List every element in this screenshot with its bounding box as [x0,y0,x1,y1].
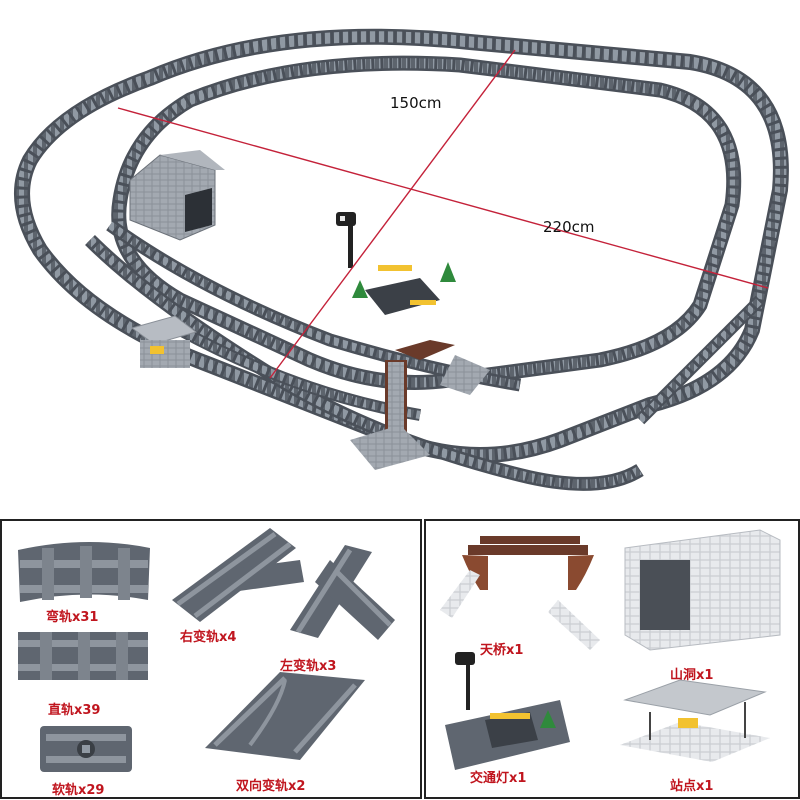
measurement-lines [117,49,769,379]
width-dimension-label: 150cm [390,94,442,112]
left-switch-label: 左变轨x3 [280,658,336,674]
tunnel-model [129,150,225,241]
right-switch-label: 右变轨x4 [179,629,236,645]
double-switch-label: 双向变轨x2 [236,778,305,794]
station-label: 站点x1 [670,778,713,794]
length-dimension-label: 220cm [543,218,595,236]
footbridge-accessory [440,536,600,650]
curved-track-label: 弯轨x31 [46,609,98,625]
level-crossing-model [352,262,456,315]
straight-track-piece [18,632,148,680]
track-layout-photo: 150cm 220cm [14,28,789,491]
footbridge-model [350,340,490,470]
bridge-label: 天桥x1 [480,642,523,658]
right-switch-piece [172,528,304,622]
station-accessory [620,679,770,762]
flexible-track-piece [40,726,132,772]
flexible-track-label: 软轨x29 [52,782,104,798]
curved-track-piece [18,541,150,602]
tunnel-label: 山洞x1 [670,667,713,683]
traffic-light-accessory [445,652,570,770]
signal-model [336,212,356,268]
left-switch-piece [290,545,395,640]
outer-track-loop [14,28,789,463]
tunnel-accessory [624,529,781,651]
traffic-light-label: 交通灯x1 [470,770,526,786]
straight-track-label: 直轨x39 [48,702,100,718]
station-model [130,315,198,368]
double-switch-piece [205,672,365,760]
middle-track-loop [111,55,742,390]
